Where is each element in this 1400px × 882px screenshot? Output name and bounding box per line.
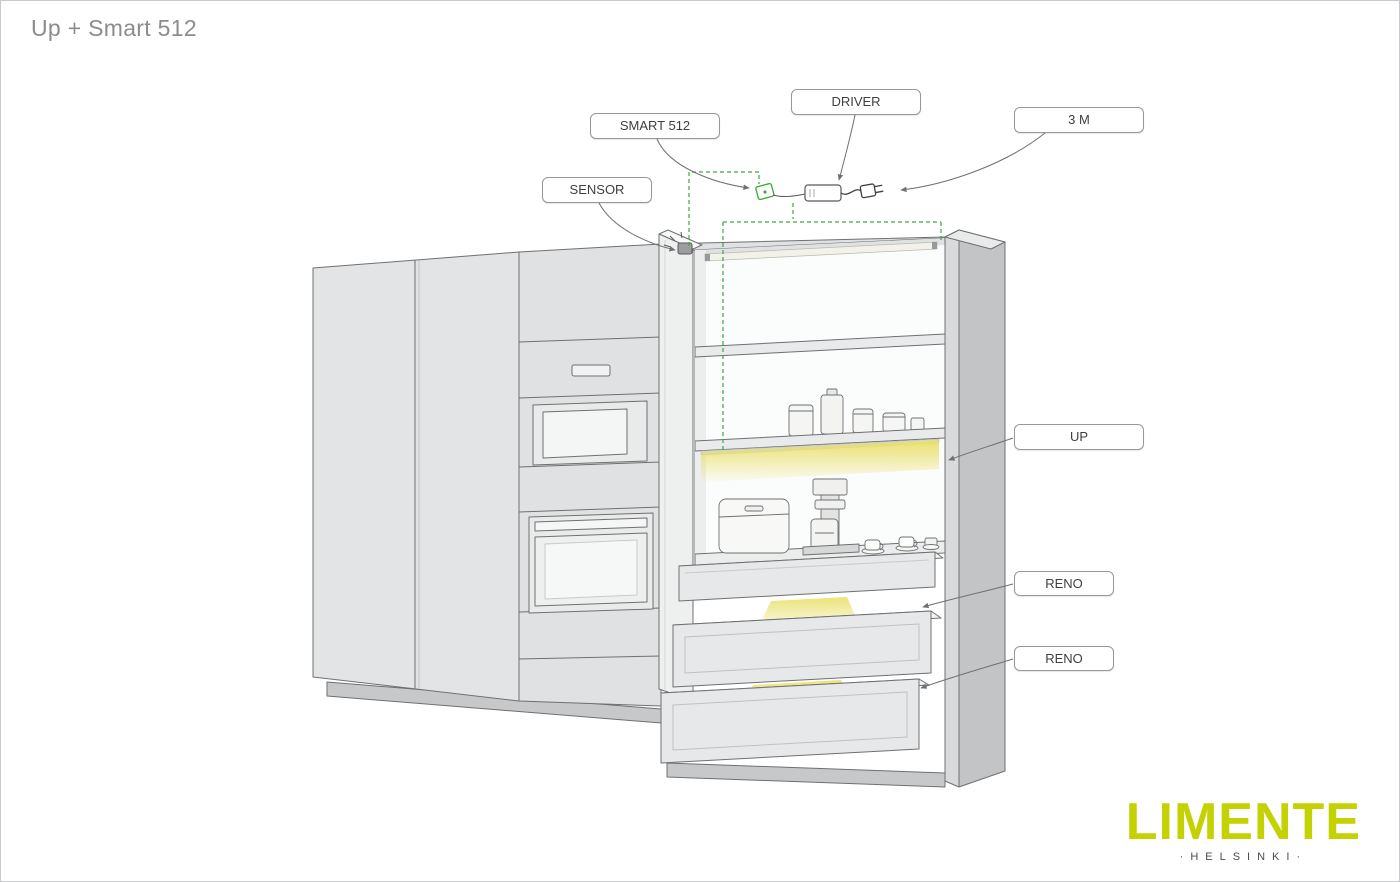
- brand-city: ·HELSINKI·: [1179, 851, 1308, 863]
- bread-bin: [718, 498, 790, 554]
- drawer-2: [672, 610, 942, 688]
- leader-reno-upper: [922, 583, 1014, 609]
- callout-reno-upper: RENO: [1014, 571, 1114, 596]
- smart512-device-icon: [755, 182, 806, 201]
- drawer-3: [660, 678, 930, 764]
- up-light: [694, 427, 946, 482]
- callout-driver: DRIVER: [791, 89, 921, 115]
- callout-smart512: SMART 512: [590, 113, 720, 139]
- callout-sensor: SENSOR: [542, 177, 652, 203]
- leader-3m: [900, 132, 1046, 193]
- left-cabinet: [312, 251, 520, 702]
- cable-routing: [688, 171, 942, 453]
- coffee-maker: [802, 478, 860, 556]
- cups: [861, 536, 940, 555]
- leader-driver: [837, 114, 856, 181]
- power-plug-icon: [840, 183, 884, 199]
- callout-3m-cable: 3 M: [1014, 107, 1144, 133]
- leader-sensor: [598, 202, 676, 252]
- leader-smart512: [656, 138, 750, 191]
- brand-logo: LIMENTE ·HELSINKI·: [1126, 796, 1361, 863]
- leader-reno-lower: [920, 658, 1014, 689]
- jars: [788, 388, 925, 437]
- callout-up-light: UP: [1014, 424, 1144, 450]
- brand-name: LIMENTE: [1125, 793, 1361, 851]
- page-title: Up + Smart 512: [31, 15, 197, 41]
- leader-up: [948, 437, 1014, 461]
- drawer-1: [678, 551, 944, 602]
- callout-reno-lower: RENO: [1014, 646, 1114, 671]
- appliance-column: [518, 243, 662, 707]
- drawer-handle: [571, 364, 611, 377]
- driver-device-icon: [804, 184, 842, 202]
- side-panel: [944, 229, 1006, 788]
